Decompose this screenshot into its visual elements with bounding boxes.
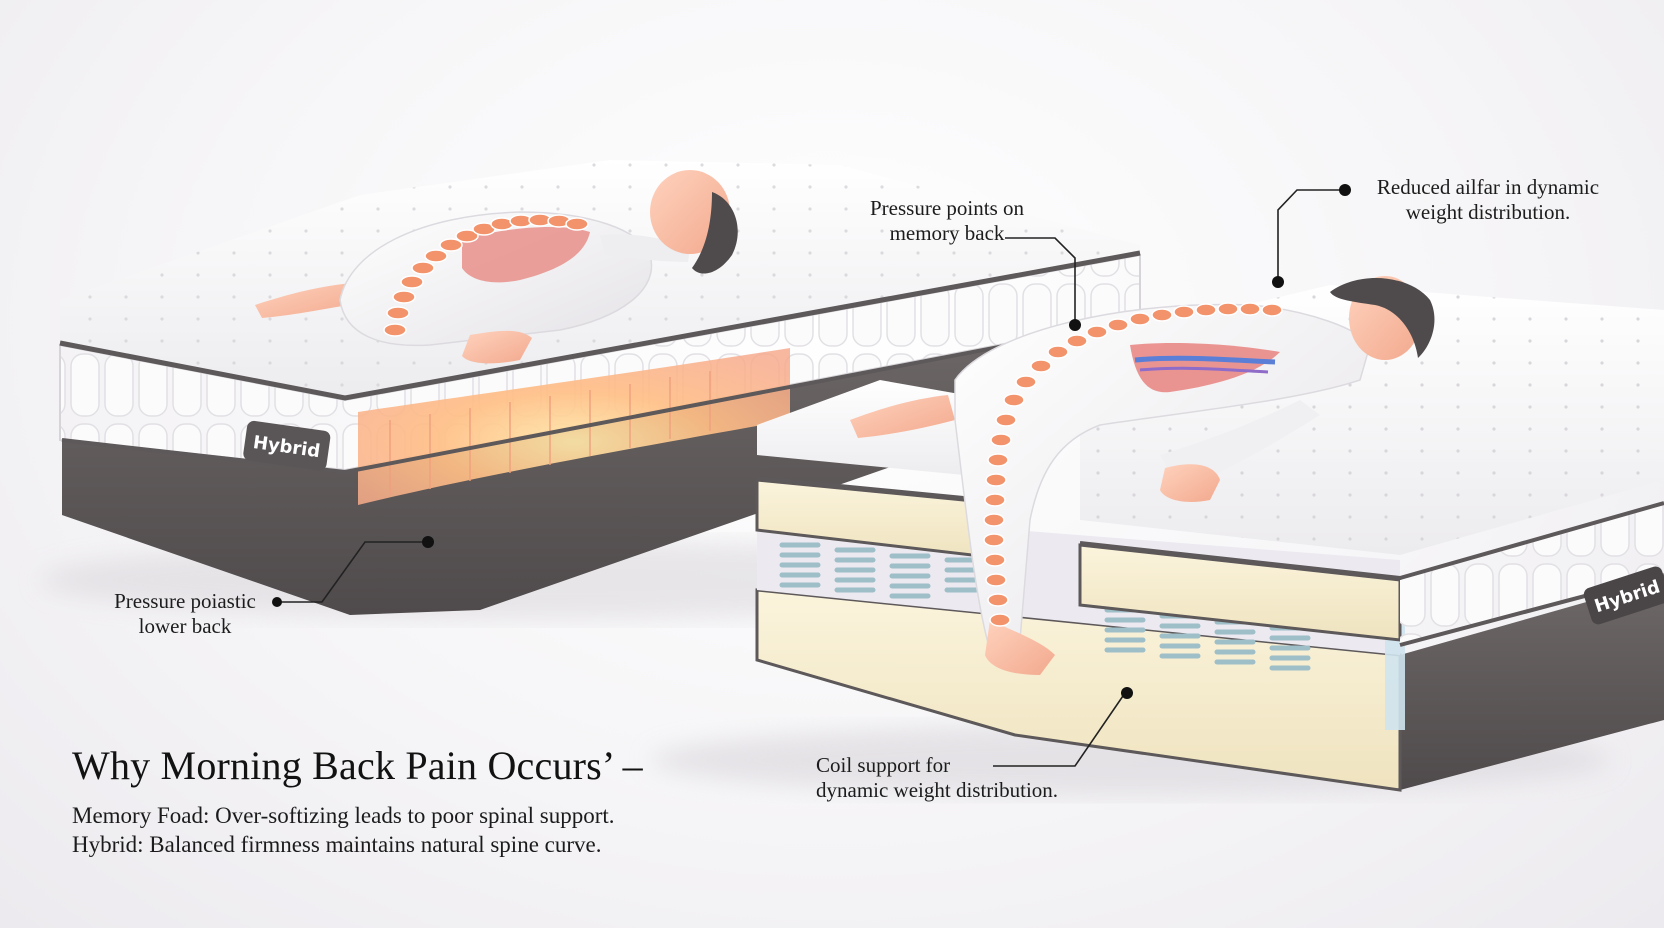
callout-coil: Coil support for dynamic weight distribu… bbox=[816, 753, 1058, 803]
dot-coil bbox=[1121, 687, 1133, 699]
right-hybrid-badge: Hybrid bbox=[1583, 566, 1664, 625]
callout-pressure-lower-line1: Pressure poiastic bbox=[114, 589, 256, 613]
leader-reduced bbox=[1277, 189, 1345, 282]
leader-pressure-lower bbox=[277, 541, 428, 603]
dot-pressure-points bbox=[1069, 319, 1081, 331]
right-sleeper bbox=[850, 276, 1435, 675]
leader-pressure-points bbox=[1005, 237, 1076, 325]
caption-line-hybrid: Hybrid: Balanced firmness maintains natu… bbox=[72, 832, 602, 857]
right-mattress: Hybrid bbox=[650, 276, 1664, 796]
caption-line-memory: Memory Foad: Over-softizing leads to poo… bbox=[72, 803, 615, 828]
right-mattress-base bbox=[1400, 580, 1664, 790]
callout-pressure-lower-line2: lower back bbox=[138, 614, 232, 638]
left-hybrid-badge: Hybrid bbox=[243, 420, 331, 471]
dot-pressure-lower-end bbox=[422, 536, 434, 548]
dot-pressure-lower bbox=[272, 597, 282, 607]
callout-dots bbox=[272, 184, 1351, 699]
callout-pressure-points: Pressure points on memory back bbox=[852, 196, 1042, 246]
dot-reduced-start bbox=[1339, 184, 1351, 196]
callout-pressure-points-line1: Pressure points on bbox=[870, 196, 1024, 220]
callout-reduced-line1: Reduced ailfar in dynamic bbox=[1376, 175, 1600, 199]
callout-pressure-lower: Pressure poiastic lower back bbox=[100, 589, 270, 639]
callout-coil-line1: Coil support for bbox=[816, 753, 951, 777]
caption-title: Why Morning Back Pain Occurs’ – bbox=[72, 743, 643, 788]
callout-reduced-line2: weight distribution. bbox=[1405, 200, 1571, 224]
callout-reduced: Reduced ailfar in dynamic weight distrib… bbox=[1358, 175, 1618, 225]
left-sleeper bbox=[255, 170, 738, 364]
leader-coil bbox=[993, 692, 1126, 767]
dot-reduced-end bbox=[1272, 276, 1284, 288]
callout-coil-line2: dynamic weight distribution. bbox=[816, 778, 1059, 802]
callout-pressure-points-line2: memory back bbox=[889, 221, 1005, 245]
callout-leaders bbox=[277, 189, 1345, 767]
left-mattress-side bbox=[60, 255, 1140, 470]
